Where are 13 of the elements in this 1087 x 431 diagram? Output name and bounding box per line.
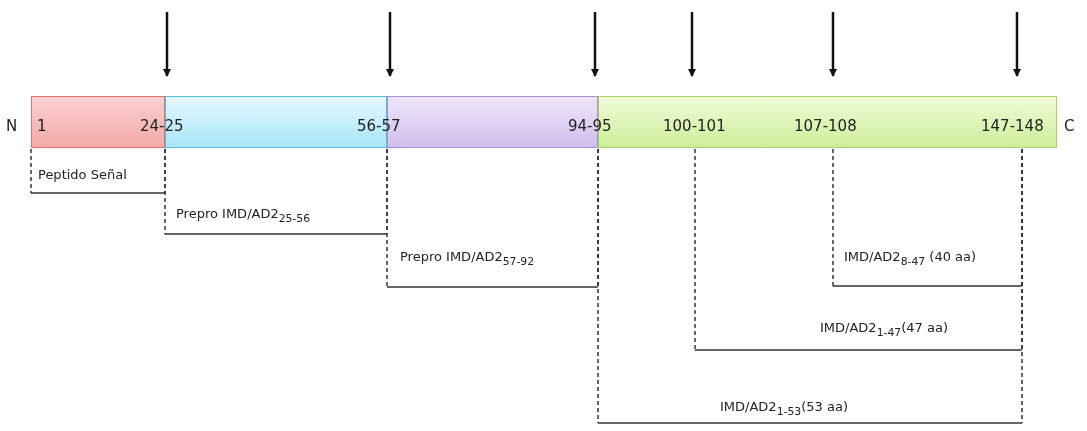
fragment-label: IMD/AD2$_{1-47}$(47 aa) — [820, 321, 948, 339]
terminus-label: N — [6, 119, 18, 134]
position-label: 56-57 — [357, 119, 401, 134]
position-label: 107-108 — [794, 119, 857, 134]
fragment-label: IMD/AD2$_{1-53}$(53 aa) — [720, 400, 848, 418]
position-label: 100-101 — [663, 119, 726, 134]
position-label: 1 — [37, 119, 47, 134]
fragment-label: IMD/AD2$_{8-47}$ (40 aa) — [844, 250, 977, 268]
fragment-label: Prepro IMD/AD2$_{25-56}$ — [176, 207, 311, 225]
terminus-label: C — [1064, 119, 1075, 134]
fragment-label: Peptido Señal — [38, 168, 127, 181]
fragment-label: Prepro IMD/AD2$_{57-92}$ — [400, 250, 535, 268]
position-label: 147-148 — [981, 119, 1044, 134]
